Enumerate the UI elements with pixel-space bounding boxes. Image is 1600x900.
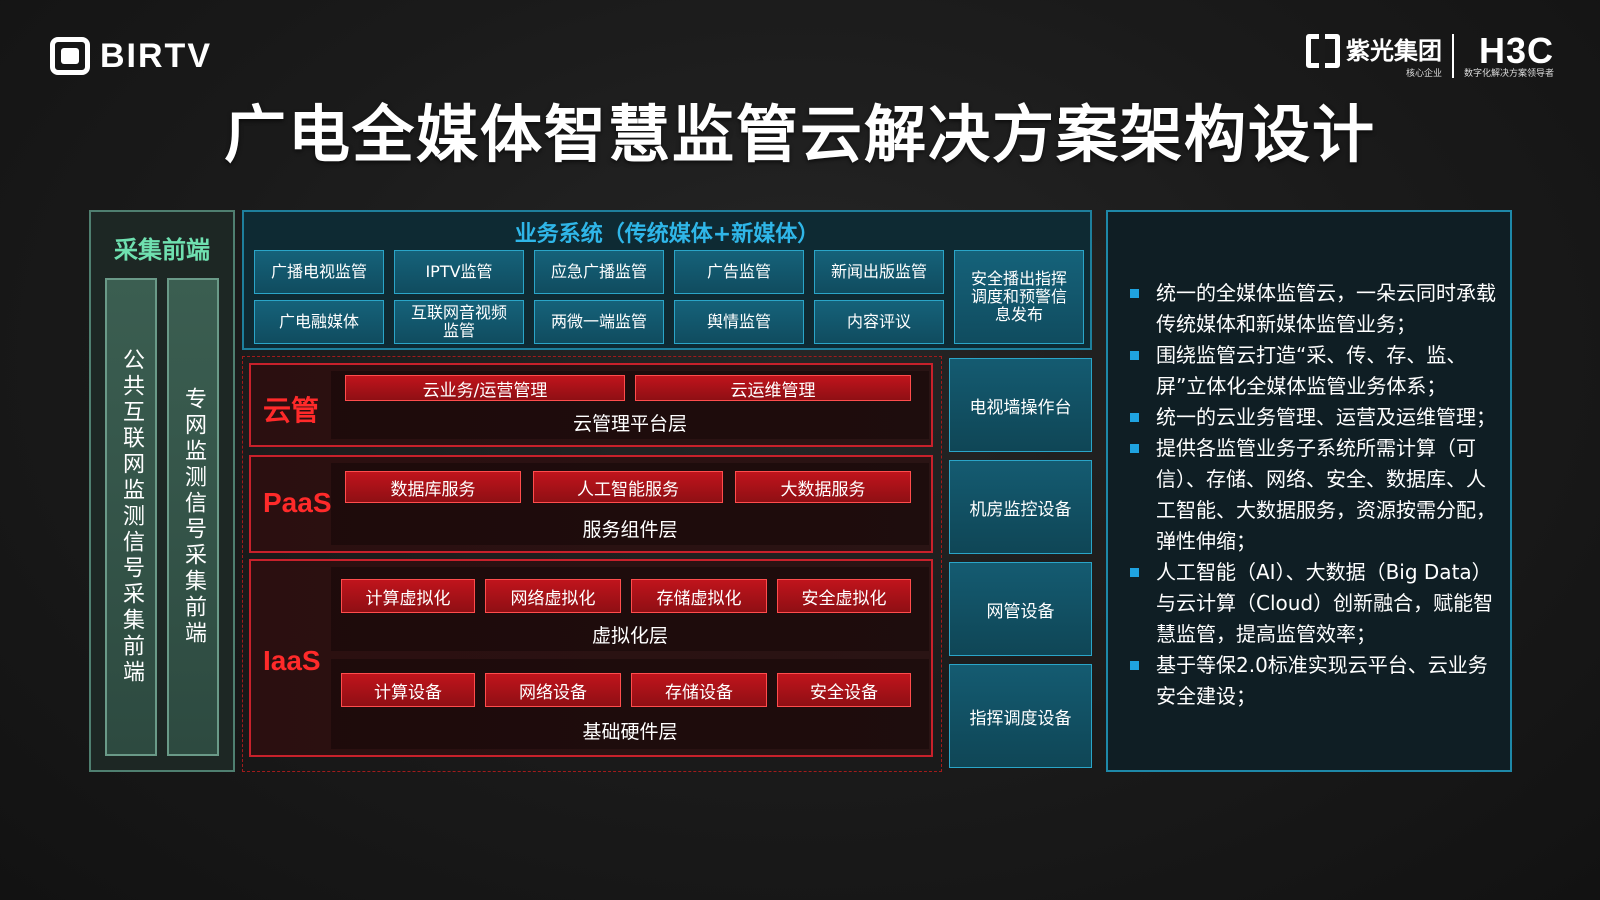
biz-item: 两微一端监管 (534, 300, 664, 344)
bullet-icon (1130, 351, 1139, 360)
birtv-logo-text: BIRTV (100, 36, 212, 75)
private-network-collection-label: 专网监测信号采集前端 (181, 387, 206, 647)
birtv-logo: BIRTV (50, 36, 212, 76)
bullet-icon (1130, 289, 1139, 298)
feature-item: 统一的全媒体监管云，一朵云同时承载传统媒体和新媒体监管业务； (1130, 278, 1500, 340)
features-panel: 统一的全媒体监管云，一朵云同时承载传统媒体和新媒体监管业务； 围绕监管云打造“采… (1106, 210, 1512, 772)
paas-layer-name: 服务组件层 (582, 519, 678, 541)
h3c-name: H3C (1478, 30, 1554, 71)
paas-label: PaaS (263, 487, 332, 518)
bullet-icon (1130, 444, 1139, 453)
cloud-management-layer: 云管 云业务/运营管理 云运维管理 云管理平台层 (249, 363, 933, 447)
cloud-stack: 云管 云业务/运营管理 云运维管理 云管理平台层 PaaS 数据库服务 人工智能… (242, 356, 942, 772)
paas-item: 数据库服务 (345, 471, 521, 503)
iaas-label: IaaS (263, 645, 321, 676)
machine-room-monitor-device: 机房监控设备 (949, 460, 1092, 554)
paas-layer: PaaS 数据库服务 人工智能服务 大数据服务 服务组件层 (249, 455, 933, 553)
feature-item: 统一的云业务管理、运营及运维管理； (1130, 402, 1500, 433)
h3c-tagline: 数字化解决方案领导者 (1463, 69, 1554, 79)
hardware-item: 安全设备 (777, 673, 911, 707)
logo-separator (1451, 34, 1454, 78)
collection-frontend-panel: 采集前端 公共互联网监测信号采集前端 专网监测信号采集前端 (89, 210, 235, 772)
tv-wall-console: 电视墙操作台 (949, 358, 1092, 452)
hardware-item: 计算设备 (341, 673, 475, 707)
iaas-layer: IaaS 计算虚拟化 网络虚拟化 存储虚拟化 安全虚拟化 虚拟化层 计算设备 网… (249, 559, 933, 757)
hardware-item: 网络设备 (485, 673, 621, 707)
biz-item: 互联网音视频监管 (394, 300, 524, 344)
virtualization-item: 安全虚拟化 (777, 579, 911, 613)
network-management-device: 网管设备 (949, 562, 1092, 656)
virtualization-item: 网络虚拟化 (485, 579, 621, 613)
ziguang-logo-icon (1305, 34, 1340, 68)
virtualization-layer-name: 虚拟化层 (591, 625, 668, 647)
safety-dispatch-box: 安全播出指挥调度和预警信息发布 (954, 250, 1084, 344)
hardware-layer-name: 基础硬件层 (582, 721, 678, 743)
biz-item: 应急广播监管 (534, 250, 664, 294)
feature-item: 提供各监管业务子系统所需计算（可信）、存储、网络、安全、数据库、人工智能、大数据… (1130, 433, 1500, 557)
cloud-layer-item: 云运维管理 (635, 375, 911, 401)
paas-item: 大数据服务 (735, 471, 911, 503)
biz-item: 内容评议 (814, 300, 944, 344)
business-system-title: 业务系统（传统媒体+新媒体） (514, 222, 820, 247)
birtv-logo-icon (50, 37, 90, 75)
features-list: 统一的全媒体监管云，一朵云同时承载传统媒体和新媒体监管业务； 围绕监管云打造“采… (1130, 278, 1500, 712)
business-system-panel: 业务系统（传统媒体+新媒体） 广播电视监管 IPTV监管 应急广播监管 广告监管… (242, 210, 1092, 350)
feature-item: 围绕监管云打造“采、传、存、监、屏”立体化全媒体监管业务体系； (1130, 340, 1500, 402)
biz-item: 广电融媒体 (254, 300, 384, 344)
virtualization-item: 计算虚拟化 (341, 579, 475, 613)
bullet-icon (1130, 413, 1139, 422)
biz-item: 舆情监管 (674, 300, 804, 344)
biz-item: IPTV监管 (394, 250, 524, 294)
public-internet-collection-label: 公共互联网监测信号采集前端 (119, 348, 144, 686)
ziguang-name: 紫光集团 (1345, 37, 1442, 65)
feature-item: 人工智能（AI）、大数据（Big Data）与云计算（Cloud）创新融合，赋能… (1130, 557, 1500, 650)
cloud-management-label: 云管 (263, 395, 320, 426)
page-title: 广电全媒体智慧监管云解决方案架构设计 (223, 98, 1376, 171)
feature-item: 基于等保2.0标准实现云平台、云业务安全建设； (1130, 650, 1500, 712)
bullet-icon (1130, 661, 1139, 670)
hardware-item: 存储设备 (631, 673, 767, 707)
biz-item: 新闻出版监管 (814, 250, 944, 294)
cloud-layer-item: 云业务/运营管理 (345, 375, 625, 401)
cloud-management-layer-name: 云管理平台层 (572, 413, 687, 435)
h3c-logo: 紫光集团 核心企业 H3C 数字化解决方案领导者 (1305, 30, 1554, 82)
command-dispatch-device: 指挥调度设备 (949, 664, 1092, 768)
biz-item: 广播电视监管 (254, 250, 384, 294)
biz-item: 广告监管 (674, 250, 804, 294)
collection-title: 采集前端 (114, 236, 210, 264)
ziguang-tagline: 核心企业 (1405, 69, 1442, 79)
public-internet-collection-bar: 公共互联网监测信号采集前端 (105, 278, 157, 756)
private-network-collection-bar: 专网监测信号采集前端 (167, 278, 219, 756)
paas-item: 人工智能服务 (533, 471, 723, 503)
virtualization-item: 存储虚拟化 (631, 579, 767, 613)
bullet-icon (1130, 568, 1139, 577)
